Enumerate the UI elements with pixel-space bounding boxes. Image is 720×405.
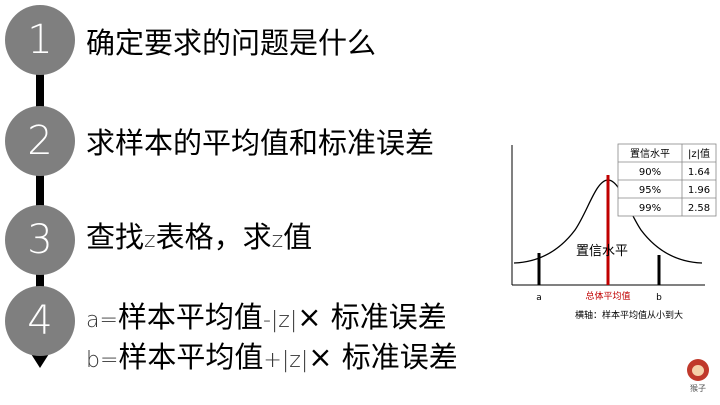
step-3-number: 3 bbox=[5, 205, 75, 275]
table-cell-level: 99% bbox=[639, 203, 661, 214]
table-cell-z: 1.96 bbox=[688, 185, 710, 196]
step-1-number: 1 bbox=[5, 5, 75, 75]
table-cell-z: 1.64 bbox=[688, 167, 710, 178]
step-1-text: 确定要求的问题是什么 bbox=[86, 26, 377, 60]
step-4-number: 4 bbox=[5, 286, 75, 356]
step-3-text: 查找z表格，求z值 bbox=[86, 220, 313, 254]
table-header-z: |z|值 bbox=[688, 147, 710, 160]
confidence-level-label: 置信水平 bbox=[576, 244, 628, 259]
z-value-table: 置信水平 |z|值 90% 1.64 95% 1.96 99% 2.58 bbox=[617, 143, 717, 217]
table-cell-z: 2.58 bbox=[688, 203, 710, 214]
step-4-line-a: a=样本平均值-|z|× 标准误差 bbox=[86, 300, 447, 334]
logo-text: 猴子 bbox=[690, 384, 706, 393]
confidence-interval-diagram: 置信水平 |z|值 90% 1.64 95% 1.96 99% 2.58 置信水… bbox=[511, 143, 717, 321]
a-label: a bbox=[536, 293, 542, 303]
step-4-line-b: b=样本平均值+|z|× 标准误差 bbox=[86, 340, 458, 374]
step-2-number: 2 bbox=[5, 106, 75, 176]
monkey-face-icon bbox=[687, 359, 709, 381]
axis-note: 横轴：样本平均值从小到大 bbox=[575, 309, 683, 321]
population-mean-label: 总体平均值 bbox=[585, 290, 630, 302]
b-label: b bbox=[656, 293, 662, 303]
table-header-level: 置信水平 bbox=[630, 148, 670, 160]
monkey-logo: 猴子 bbox=[684, 359, 712, 399]
step-2-text: 求样本的平均值和标准误差 bbox=[86, 126, 435, 160]
table-cell-level: 95% bbox=[639, 185, 661, 196]
process-arrow-shaft bbox=[36, 50, 44, 350]
table-cell-level: 90% bbox=[639, 167, 661, 178]
